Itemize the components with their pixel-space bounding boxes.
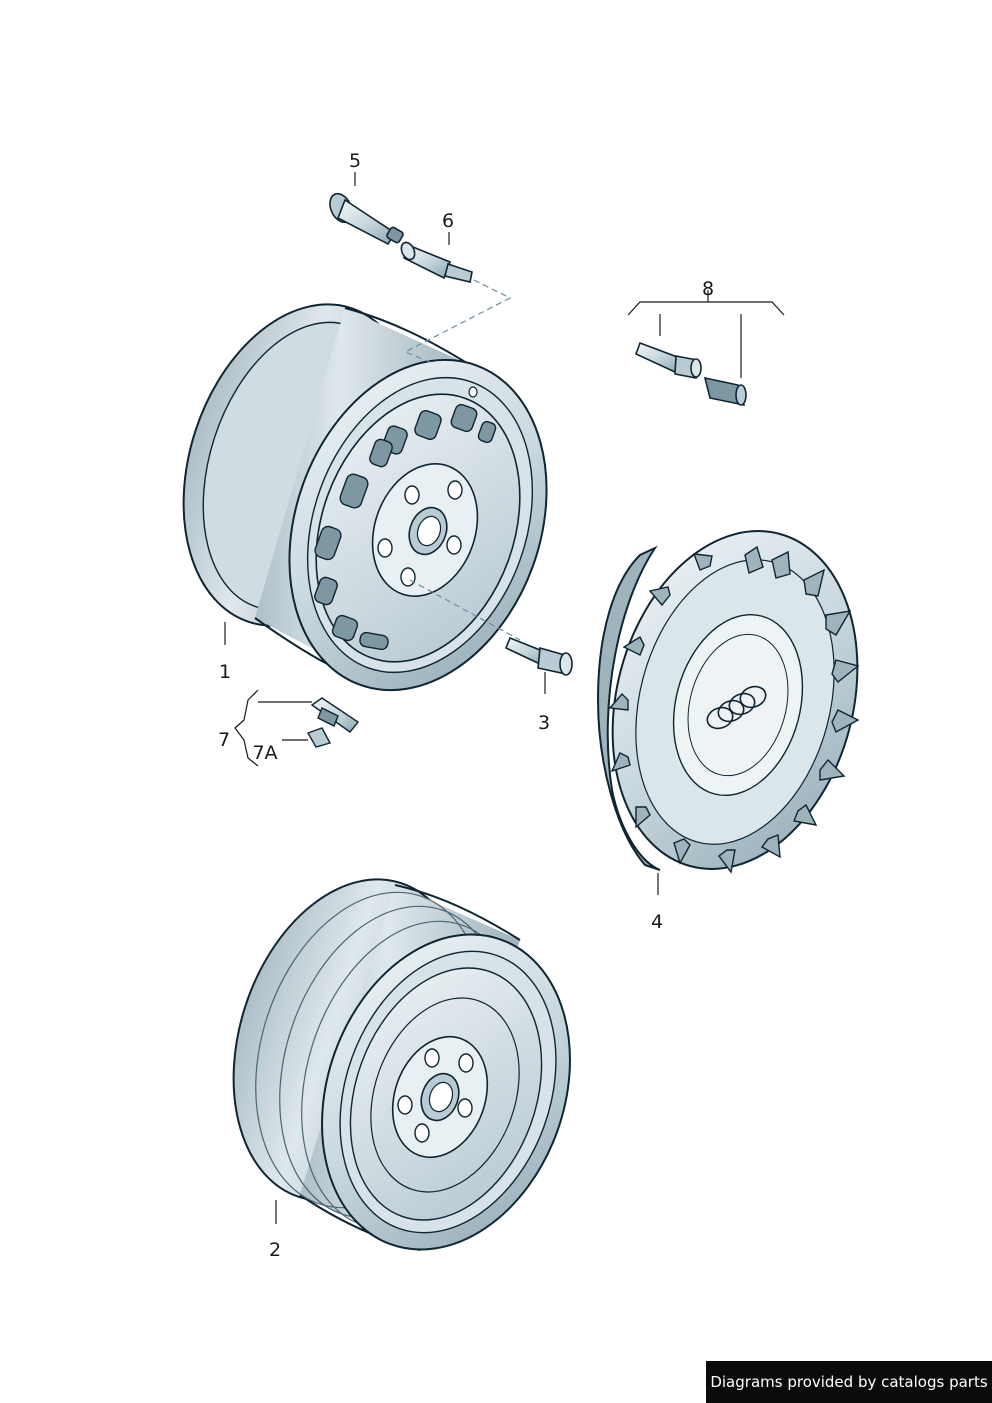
callout-6: 6 bbox=[441, 210, 455, 232]
wheel-bolt-part bbox=[504, 636, 573, 676]
callout-3: 3 bbox=[537, 712, 551, 734]
callout-7a: 7A bbox=[252, 742, 278, 764]
callout-1: 1 bbox=[218, 661, 232, 683]
callout-8: 8 bbox=[701, 278, 715, 300]
leader-lines bbox=[224, 172, 785, 1224]
callout-7: 7 bbox=[217, 729, 231, 751]
locking-bolt-part bbox=[634, 341, 702, 379]
locking-key-part bbox=[703, 376, 747, 407]
callout-2: 2 bbox=[268, 1239, 282, 1261]
steel-wheel-1 bbox=[182, 303, 548, 692]
valve-stem-part bbox=[329, 192, 404, 246]
assembly-lines bbox=[403, 279, 521, 641]
valve-insert-part bbox=[400, 241, 473, 283]
tpms-sensor-part bbox=[306, 697, 360, 748]
steel-wheel-2 bbox=[232, 878, 571, 1251]
diagram-credit-banner: Diagrams provided by catalogs parts bbox=[706, 1361, 992, 1403]
hubcap bbox=[596, 530, 860, 874]
callout-4: 4 bbox=[650, 911, 664, 933]
four-rings-icon bbox=[706, 685, 767, 730]
callout-5: 5 bbox=[348, 150, 362, 172]
